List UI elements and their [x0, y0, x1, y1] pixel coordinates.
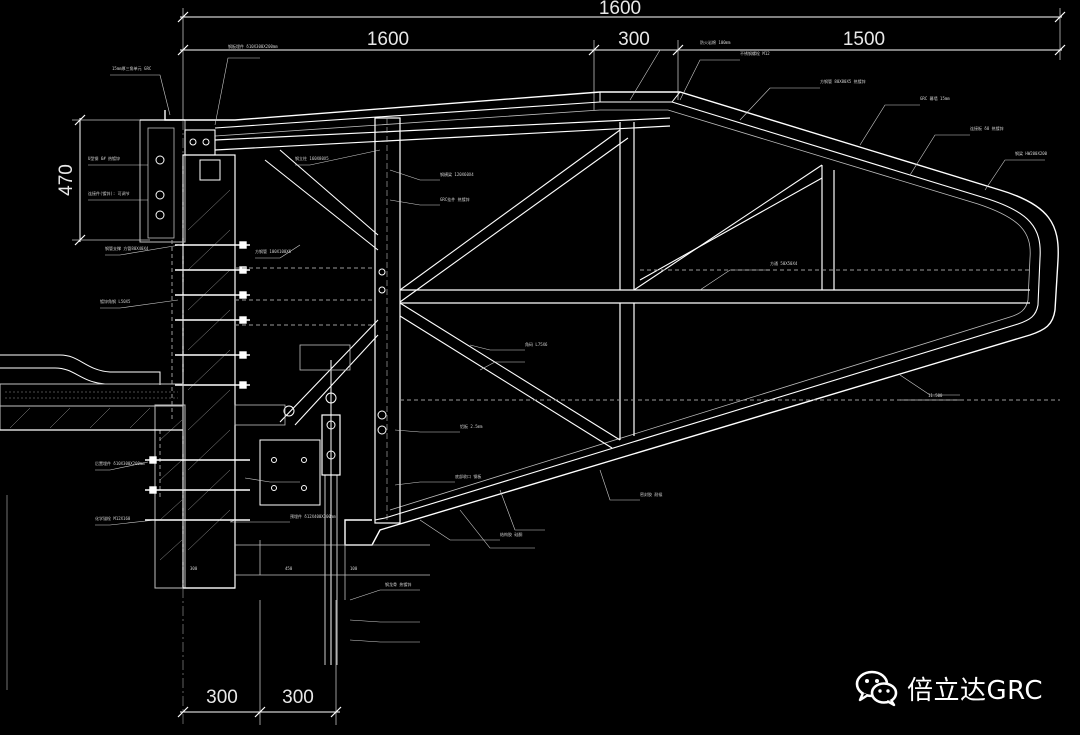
- top-dimension-lines: [177, 8, 1066, 120]
- svg-text:不锈钢螺栓 M12: 不锈钢螺栓 M12: [740, 50, 770, 56]
- dim-left-height: 470: [56, 164, 77, 196]
- dim-small-b: 450: [285, 566, 293, 571]
- bottom-dimension-lines: [177, 706, 342, 718]
- svg-text:钢龙骨 热镀锌: 钢龙骨 热镀锌: [385, 581, 411, 587]
- dim-top-mid: 300: [618, 29, 650, 50]
- lower-bracket: [234, 267, 387, 665]
- wall-brackets: [140, 119, 221, 239]
- dim-bottom-left: 300: [206, 687, 238, 708]
- svg-text:方通 50X50X4: 方通 50X50X4: [770, 260, 798, 266]
- concrete-wall: [139, 119, 236, 589]
- svg-text:15mm厚三角单元 GRC: 15mm厚三角单元 GRC: [112, 65, 152, 71]
- dim-small-a: 300: [190, 566, 198, 571]
- anchor-bolts: [145, 241, 250, 521]
- svg-text:角码 L75X6: 角码 L75X6: [525, 341, 548, 347]
- svg-text:密封胶 耐候: 密封胶 耐候: [640, 491, 662, 497]
- dim-bottom-right: 300: [282, 687, 314, 708]
- left-dimension-line: [72, 114, 150, 246]
- svg-text:连接件(镀锌): 可调节: 连接件(镀锌): 可调节: [88, 190, 130, 196]
- svg-text:U型钢 6# 热镀锌: U型钢 6# 热镀锌: [88, 155, 120, 161]
- floor-slab: [0, 354, 184, 431]
- svg-text:预埋件 δ12X400X300mm: 预埋件 δ12X400X300mm: [290, 513, 336, 519]
- watermark-text: 倍立达GRC: [907, 675, 1044, 706]
- leader-lines: [88, 49, 1045, 643]
- svg-text:GRC 幕墙 15mm: GRC 幕墙 15mm: [920, 95, 950, 101]
- svg-text:方钢管 100X100X6: 方钢管 100X100X6: [255, 248, 292, 254]
- annotation-notes: 钢板埋件 δ10X300X200mm 15mm厚三角单元 GRC U型钢 6# …: [88, 39, 1048, 587]
- svg-text:GRC挂件 热镀锌: GRC挂件 热镀锌: [440, 196, 470, 202]
- grc-outer-shell: [164, 91, 1059, 546]
- svg-text:钢板埋件 δ10X300X200mm: 钢板埋件 δ10X300X200mm: [228, 43, 278, 49]
- watermark: 倍立达GRC: [855, 668, 1043, 708]
- svg-text:钢梁 HW200X200: 钢梁 HW200X200: [1015, 150, 1048, 156]
- dim-small-c: 100: [350, 566, 358, 571]
- svg-text:后置埋件 δ10X300X200mm: 后置埋件 δ10X300X200mm: [95, 460, 145, 466]
- svg-text:铝板 2.5mm: 铝板 2.5mm: [460, 423, 483, 429]
- wechat-icon: [855, 670, 898, 707]
- svg-text:化学锚栓 M12X160: 化学锚栓 M12X160: [95, 515, 131, 521]
- svg-text:方钢管 80X80X5 热镀锌: 方钢管 80X80X5 热镀锌: [820, 78, 866, 84]
- svg-text:钢立柱 160X80X5: 钢立柱 160X80X5: [295, 155, 329, 161]
- steel-truss: [214, 117, 1060, 524]
- svg-text:镀锌角钢 L50X5: 镀锌角钢 L50X5: [100, 298, 131, 304]
- dim-top-total: 1600: [599, 0, 641, 19]
- svg-text:钢横梁 120X60X4: 钢横梁 120X60X4: [440, 171, 474, 177]
- svg-text:结构胶 硅酮: 结构胶 硅酮: [500, 531, 522, 537]
- svg-text:防火岩棉 100mm: 防火岩棉 100mm: [700, 39, 731, 45]
- svg-text:连接板 δ8 热镀锌: 连接板 δ8 热镀锌: [970, 125, 1004, 131]
- level-mark: 11.500: [928, 393, 943, 398]
- dim-top-left: 1600: [367, 29, 409, 50]
- svg-text:钢管支撑 方管80X40X4: 钢管支撑 方管80X40X4: [105, 245, 149, 251]
- svg-text:底部收口 钢板: 底部收口 钢板: [455, 473, 481, 479]
- dim-top-right: 1500: [843, 29, 885, 50]
- grid-lines: [6, 120, 430, 725]
